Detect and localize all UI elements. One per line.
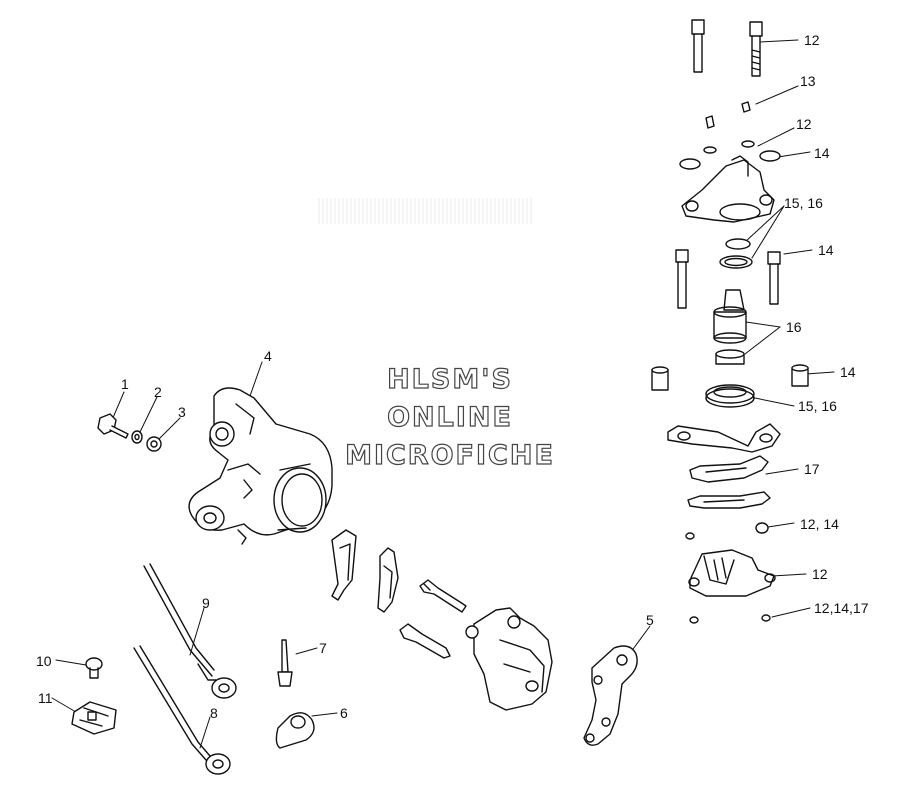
caliper-pin-lower: [399, 623, 451, 659]
part-8-brake-line: [133, 645, 231, 775]
seal-lower: [705, 384, 755, 408]
support-plate: [667, 423, 781, 453]
watermark-line-1: HLSM'S: [386, 363, 513, 395]
watermark-line-2: ONLINE: [386, 401, 513, 433]
callout-17: 17: [804, 461, 820, 477]
part-14-bushing-right: [791, 364, 809, 387]
part-12-long-bolt-right: [749, 21, 763, 77]
part-13-bleeder: [705, 101, 751, 129]
part-16-piston: [713, 289, 747, 365]
callout-12-14: 12, 14: [800, 516, 839, 532]
callout-9: 9: [202, 595, 210, 611]
watermark-line-3: MICROFICHE: [344, 439, 555, 471]
brake-pad-left-2: [377, 547, 399, 613]
callout-12-housing: 12: [812, 566, 828, 582]
callout-15-16-lower: 15, 16: [798, 398, 837, 414]
top-washers: [679, 140, 781, 170]
part-1-bolt: [97, 413, 129, 439]
callout-12-14-17: 12,14,17: [814, 600, 869, 616]
part-3-washer: [146, 436, 162, 452]
callout-5: 5: [646, 612, 654, 628]
part-4-housing: [188, 387, 333, 545]
callout-7: 7: [319, 640, 327, 656]
part-6-clamp: [275, 712, 315, 749]
part-5-bracket: [583, 645, 638, 746]
part-10-screw: [85, 657, 103, 679]
callout-15-16-upper: 15, 16: [784, 195, 823, 211]
part-7-rivet: [277, 639, 293, 687]
callout-14-bushing: 14: [840, 364, 856, 380]
faint-scan-band: [318, 198, 534, 224]
callout-10: 10: [36, 653, 52, 669]
small-nut-right: [755, 522, 769, 534]
part-2-washer: [131, 430, 143, 444]
part-12-long-bolt-left: [691, 19, 705, 73]
small-washer-bottom-left: [689, 616, 699, 624]
part-12-lower-housing: [688, 549, 776, 597]
part-14-bolt-left: [675, 249, 689, 309]
callout-13: 13: [800, 73, 816, 89]
part-17-spring-plate-upper: [689, 455, 769, 483]
part-11-clip: [71, 701, 117, 735]
callout-16: 16: [786, 319, 802, 335]
part-14-bolt-right: [767, 251, 781, 305]
caliper-body: [465, 607, 553, 711]
part-17-spring-plate-lower: [687, 491, 771, 509]
callout-1: 1: [121, 376, 129, 392]
caliper-pin-upper: [419, 579, 467, 613]
callout-11: 11: [38, 690, 53, 706]
part-14-bushing-left: [651, 366, 669, 391]
callout-14-top: 14: [814, 145, 830, 161]
master-cylinder-top: [681, 155, 775, 223]
callout-2: 2: [154, 384, 162, 400]
callout-12-top: 12: [804, 32, 820, 48]
callout-8: 8: [210, 705, 218, 721]
brake-pad-left-1: [331, 529, 357, 601]
callout-4: 4: [264, 348, 272, 364]
callout-12-washer: 12: [796, 116, 812, 132]
small-washer-left: [685, 532, 695, 540]
seal-upper: [719, 238, 753, 269]
callout-14-bolt: 14: [818, 242, 834, 258]
part-9-brake-line: [143, 563, 237, 699]
callout-6: 6: [340, 705, 348, 721]
small-washer-bottom-right: [761, 614, 771, 622]
leader-lines: [51, 39, 835, 749]
callout-3: 3: [178, 404, 186, 420]
